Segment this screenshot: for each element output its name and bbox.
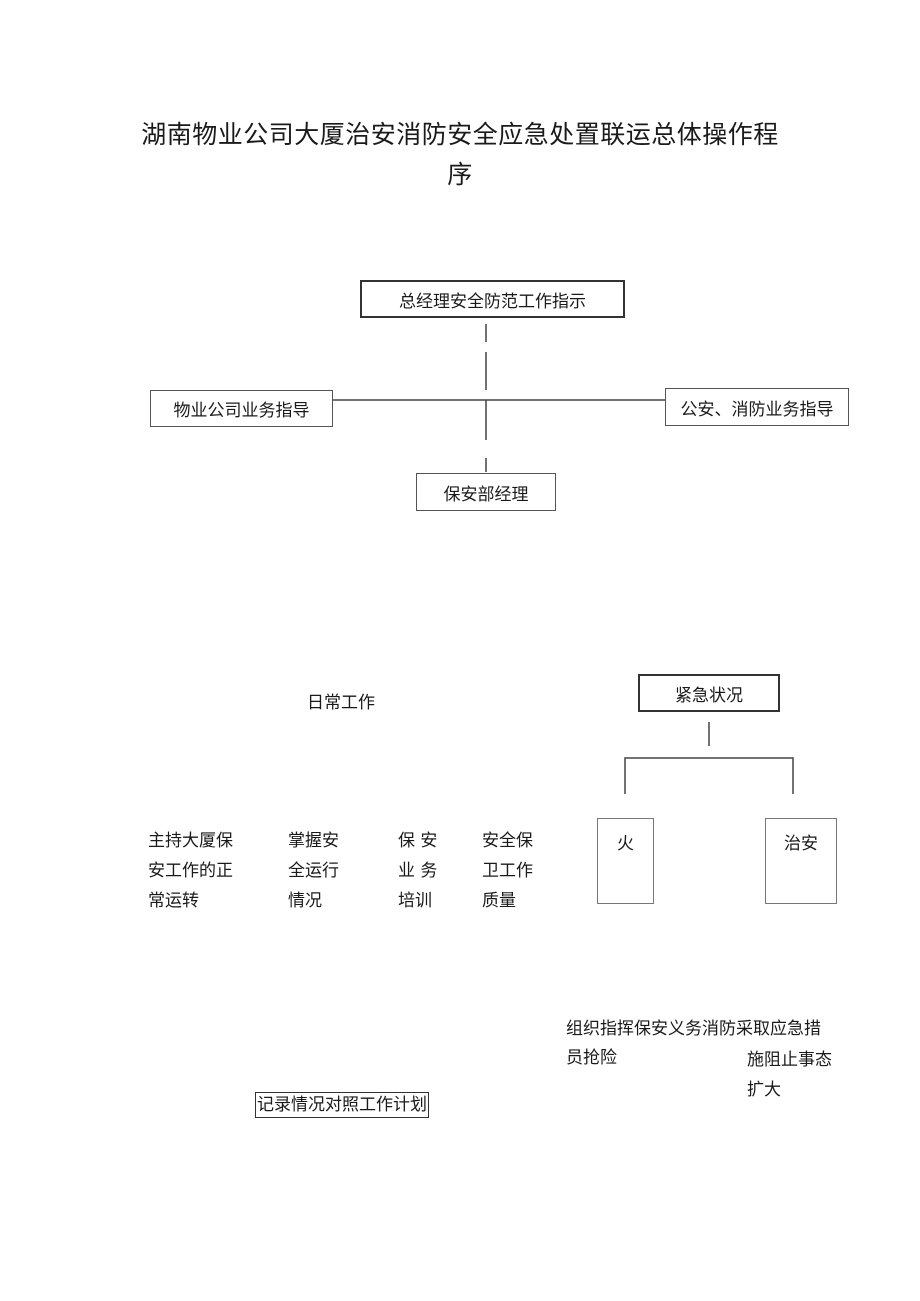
daily-work-heading: 日常工作 xyxy=(307,693,375,713)
record-label: 记录情况对照工作计划 xyxy=(257,1095,427,1115)
property-company-label: 物业公司业务指导 xyxy=(173,401,310,421)
police-fire-box: 公安、消防业务指导 xyxy=(665,388,849,426)
emergency-label: 紧急状况 xyxy=(675,685,743,706)
emergency-box: 紧急状况 xyxy=(638,674,780,712)
action-line-1: 组织指挥保安义务消防采取应急措 xyxy=(566,1019,821,1039)
daily-item-1: 主持大厦保 安工作的正 常运转 xyxy=(148,831,233,911)
action-line-2-right: 施阻止事态 xyxy=(747,1050,832,1070)
property-company-box: 物业公司业务指导 xyxy=(150,390,333,427)
police-fire-label: 公安、消防业务指导 xyxy=(680,399,834,420)
action-line-3: 扩大 xyxy=(747,1080,781,1100)
security-manager-label: 保安部经理 xyxy=(443,484,529,505)
record-box: 记录情况对照工作计划 xyxy=(255,1092,429,1118)
gm-instruction-box: 总经理安全防范工作指示 xyxy=(360,280,625,318)
page-title: 湖南物业公司大厦治安消防安全应急处置联运总体操作程 序 xyxy=(100,118,820,192)
gm-instruction-label: 总经理安全防范工作指示 xyxy=(399,291,586,312)
title-line-1: 湖南物业公司大厦治安消防安全应急处置联运总体操作程 xyxy=(141,120,779,149)
action-line-2-left: 员抢险 xyxy=(566,1048,617,1068)
security-manager-box: 保安部经理 xyxy=(416,473,556,511)
title-line-2: 序 xyxy=(447,160,473,189)
fire-box: 火 xyxy=(597,818,654,904)
daily-item-4: 安全保 卫工作 质量 xyxy=(482,831,533,911)
fire-label: 火 xyxy=(617,834,634,854)
daily-item-3: 保 安 业 务 培训 xyxy=(398,831,438,911)
daily-item-2: 掌握安 全运行 情况 xyxy=(288,831,339,911)
security-box: 治安 xyxy=(765,818,837,904)
emergency-branch xyxy=(624,757,794,794)
security-label: 治安 xyxy=(784,834,818,854)
